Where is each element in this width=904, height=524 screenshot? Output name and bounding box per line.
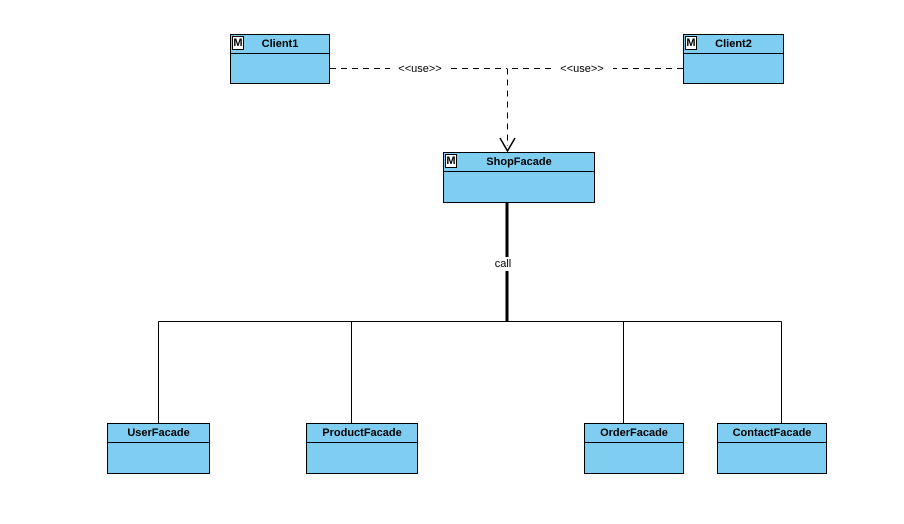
class-name-label: Client1 xyxy=(261,38,299,50)
class-node-contactfacade[interactable]: ContactFacade xyxy=(717,423,827,474)
class-name-label: ShopFacade xyxy=(486,156,552,168)
class-name-label: ProductFacade xyxy=(322,427,402,439)
class-node-userfacade[interactable]: UserFacade xyxy=(107,423,210,474)
class-title-bar: M Client2 xyxy=(684,35,783,54)
class-name-label: OrderFacade xyxy=(600,427,668,439)
class-node-orderfacade[interactable]: OrderFacade xyxy=(584,423,684,474)
class-name-label: Client2 xyxy=(715,38,752,50)
class-name-label: UserFacade xyxy=(127,427,190,439)
model-icon: M xyxy=(685,36,697,50)
class-node-shopfacade[interactable]: M ShopFacade xyxy=(443,152,595,203)
class-attributes-compartment xyxy=(108,443,209,474)
class-title-bar: UserFacade xyxy=(108,424,209,443)
class-title-bar: OrderFacade xyxy=(585,424,683,443)
model-icon: M xyxy=(232,36,244,50)
class-title-bar: M Client1 xyxy=(231,35,329,54)
class-attributes-compartment xyxy=(718,443,826,474)
dependency-arrowhead xyxy=(499,137,516,153)
edge-label-call: call xyxy=(482,257,524,271)
edge-label-use-left: <<use>> xyxy=(390,62,450,76)
class-node-client1[interactable]: M Client1 xyxy=(230,34,330,84)
class-attributes-compartment xyxy=(231,54,329,85)
class-name-label: ContactFacade xyxy=(732,427,812,439)
class-attributes-compartment xyxy=(307,443,417,474)
class-title-bar: M ShopFacade xyxy=(444,153,594,172)
class-node-client2[interactable]: M Client2 xyxy=(683,34,784,84)
class-node-productfacade[interactable]: ProductFacade xyxy=(306,423,418,474)
class-attributes-compartment xyxy=(444,172,594,203)
class-title-bar: ContactFacade xyxy=(718,424,826,443)
model-icon: M xyxy=(445,154,457,168)
class-title-bar: ProductFacade xyxy=(307,424,417,443)
class-attributes-compartment xyxy=(684,54,783,85)
class-attributes-compartment xyxy=(585,443,683,474)
edge-label-use-right: <<use>> xyxy=(551,62,613,76)
